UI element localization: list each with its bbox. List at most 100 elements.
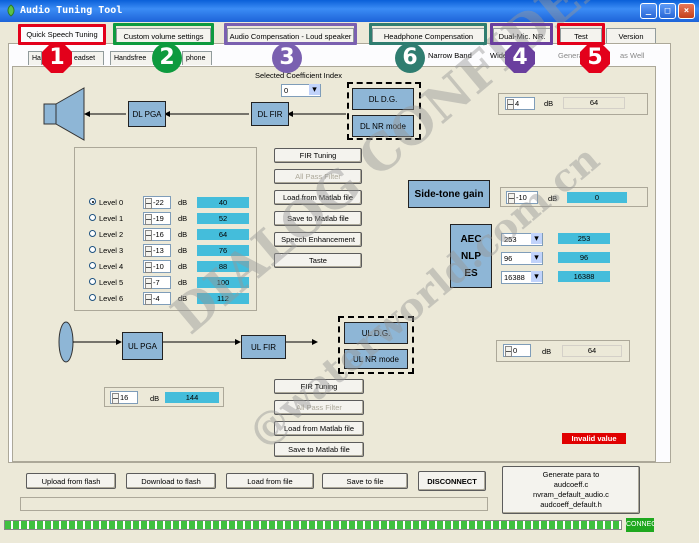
level-3-radio[interactable]: Level 3	[89, 246, 123, 255]
db-label: dB	[178, 230, 188, 239]
tab-dual-mic-nr[interactable]: Dual-Mic. NR.	[493, 28, 551, 44]
db-label: dB	[178, 214, 188, 223]
level-4-value: 88	[197, 261, 249, 272]
app-icon	[7, 4, 15, 17]
level-1-value: 52	[197, 213, 249, 224]
level-3-db-spinner[interactable]: -13	[143, 244, 171, 257]
taste-button[interactable]: Taste	[274, 253, 362, 268]
db-label: dB	[542, 347, 552, 356]
level-4-db-spinner[interactable]: -10	[143, 260, 171, 273]
annotation-marker-3: 3	[272, 43, 302, 73]
ul-signal-path	[58, 321, 318, 363]
dl-group-frame	[347, 82, 421, 140]
db-label: dB	[178, 198, 188, 207]
level-4-radio[interactable]: Level 4	[89, 262, 123, 271]
level-0-db-spinner[interactable]: -22	[143, 196, 171, 209]
annotation-marker-2: 2	[152, 43, 182, 73]
dl-pga-block[interactable]: DL PGA	[128, 101, 166, 127]
nlp-select[interactable]: 96	[501, 252, 543, 265]
dl-dg-block[interactable]: DL D.G.	[352, 88, 414, 110]
ul-pga-block[interactable]: UL PGA	[122, 332, 163, 360]
tab-custom-volume-settings[interactable]: Custom volume settings	[116, 28, 211, 44]
download-to-flash-button[interactable]: Download to flash	[126, 473, 216, 489]
dl-load-matlab-button[interactable]: Load from Matlab file	[274, 190, 362, 205]
db-label: dB	[178, 246, 188, 255]
level-0-value: 40	[197, 197, 249, 208]
maximize-button[interactable]: □	[659, 3, 676, 19]
side-tone-spinner[interactable]: -10	[506, 191, 538, 204]
ul-fir-block[interactable]: UL FIR	[241, 335, 286, 359]
ul-pga-gain-value: 144	[165, 392, 219, 403]
minimize-button[interactable]: _	[640, 3, 657, 19]
tab-test[interactable]: Test	[560, 28, 602, 44]
load-from-file-button[interactable]: Load from file	[226, 473, 314, 489]
dl-save-matlab-button[interactable]: Save to Matlab file	[274, 211, 362, 226]
annotation-marker-5: 5	[580, 43, 610, 73]
dl-all-pass-filter-button[interactable]: All Pass Filter	[274, 169, 362, 184]
ul-gain-spinner[interactable]: 0	[503, 344, 531, 357]
dl-nr-mode-block[interactable]: DL NR mode	[352, 115, 414, 137]
status-field	[20, 497, 488, 511]
title-bar: Audio Tuning Tool _ □ ×	[0, 0, 699, 22]
level-2-db-spinner[interactable]: -16	[143, 228, 171, 241]
ul-nr-mode-block[interactable]: UL NR mode	[344, 349, 408, 369]
level-6-radio[interactable]: Level 6	[89, 294, 123, 303]
general-label: General	[558, 51, 585, 60]
speech-enhancement-button[interactable]: Speech Enhancement	[274, 232, 362, 247]
save-to-file-button[interactable]: Save to file	[322, 473, 408, 489]
dl-gain-value: 64	[563, 97, 625, 109]
ul-save-matlab-button[interactable]: Save to Matlab file	[274, 442, 364, 457]
connection-status: CONNECTED	[626, 518, 654, 532]
close-button[interactable]: ×	[678, 3, 695, 19]
db-label: dB	[178, 262, 188, 271]
ul-all-pass-filter-button[interactable]: All Pass Filter	[274, 400, 364, 415]
upload-from-flash-button[interactable]: Upload from flash	[26, 473, 116, 489]
ul-pga-gain-spinner[interactable]: 16	[110, 391, 138, 404]
side-tone-value: 0	[567, 192, 627, 203]
db-label: dB	[178, 294, 188, 303]
tab-version[interactable]: Version	[606, 28, 656, 44]
dl-gain-spinner[interactable]: 4	[505, 97, 535, 110]
level-2-radio[interactable]: Level 2	[89, 230, 123, 239]
window-title: Audio Tuning Tool	[20, 5, 123, 16]
annotation-marker-6: 6	[395, 43, 425, 73]
band-wide-label: Wide	[490, 51, 508, 60]
subtab-handsfree[interactable]: Handsfree	[110, 51, 154, 65]
tab-audio-compensation-loud-speaker[interactable]: Audio Compensation - Loud speaker	[227, 28, 354, 44]
annotation-marker-4: 4	[505, 43, 535, 73]
nlp-value: 96	[558, 252, 610, 263]
generate-button[interactable]: Generate para to audcoeff.c nvram_defaul…	[502, 466, 640, 514]
es-value: 16388	[558, 271, 610, 282]
ul-fir-tuning-button[interactable]: FIR Tuning	[274, 379, 364, 394]
level-6-value: 112	[197, 293, 249, 304]
dl-fir-block[interactable]: DL FIR	[251, 102, 289, 126]
ul-dg-block[interactable]: UL D.G.	[344, 322, 408, 344]
level-1-db-spinner[interactable]: -19	[143, 212, 171, 225]
invalid-value-indicator: Invalid value	[562, 433, 626, 444]
side-tone-gain-block[interactable]: Side-tone gain	[408, 180, 490, 208]
disconnect-button[interactable]: DISCONNECT	[418, 471, 486, 491]
ul-load-matlab-button[interactable]: Load from Matlab file	[274, 421, 364, 436]
as-well-label: as Well	[620, 51, 645, 60]
level-3-value: 76	[197, 245, 249, 256]
subtab-earphone[interactable]: phone	[182, 51, 212, 65]
level-0-radio[interactable]: Level 0	[89, 198, 123, 207]
subtab-headset[interactable]: eadset	[70, 51, 104, 65]
db-label: dB	[150, 394, 160, 403]
es-select[interactable]: 16388	[501, 271, 543, 284]
dl-fir-tuning-button[interactable]: FIR Tuning	[274, 148, 362, 163]
db-label: dB	[544, 99, 554, 108]
aec-select[interactable]: 253	[501, 233, 543, 246]
level-6-db-spinner[interactable]: -4	[143, 292, 171, 305]
subtab-handset[interactable]: Ha	[28, 51, 42, 65]
tab-quick-speech-tuning[interactable]: Quick Speech Tuning	[20, 26, 104, 44]
band-narrow-label: Narrow Band	[428, 51, 472, 60]
tab-headphone-compensation[interactable]: Headphone Compensation	[372, 28, 485, 44]
annotation-marker-1: 1	[42, 43, 72, 73]
level-5-db-spinner[interactable]: -7	[143, 276, 171, 289]
level-1-radio[interactable]: Level 1	[89, 214, 123, 223]
progress-bar	[4, 520, 622, 530]
coefficient-index-select[interactable]: 0	[281, 84, 321, 97]
level-5-radio[interactable]: Level 5	[89, 278, 123, 287]
